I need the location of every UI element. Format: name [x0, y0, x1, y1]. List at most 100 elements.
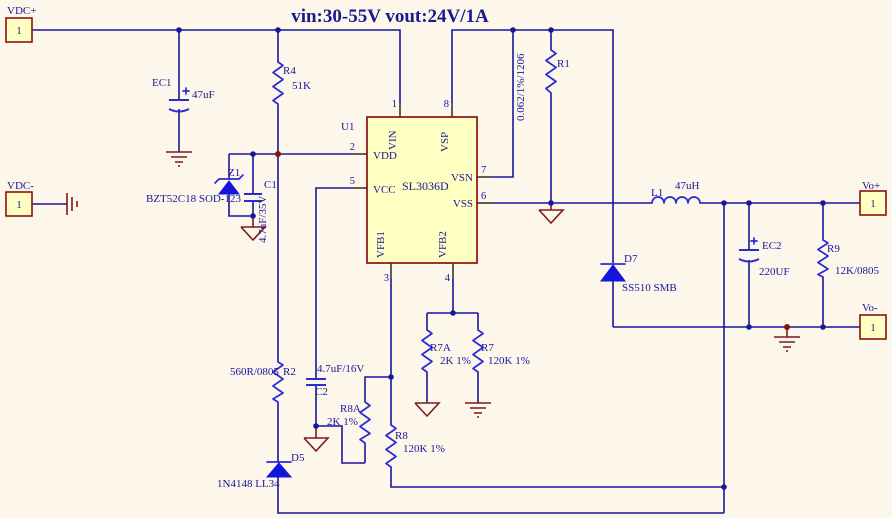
ic-designator[interactable]: U1 — [341, 121, 354, 133]
connector-vdc-minus[interactable]: VDC- 1 — [5, 180, 34, 217]
port-label: Vo- — [862, 302, 878, 314]
pin-name-vsp: VSP — [439, 132, 451, 152]
ec1-value[interactable]: 47uF — [192, 89, 215, 101]
d5-designator[interactable]: D5 — [291, 452, 305, 464]
connector-vdc-plus[interactable]: VDC+ 1 — [5, 5, 36, 43]
earth-ground-r7[interactable] — [465, 402, 491, 418]
ic-u1[interactable]: U1 SL3036D VIN VSP VDD VCC VSN VSS VFB1 … — [341, 99, 486, 284]
diode-d7[interactable]: D7 SS510 SMB — [600, 253, 677, 294]
d5-triangle — [265, 462, 293, 478]
r8a-zigzag — [359, 401, 371, 444]
r4-value[interactable]: 51K — [292, 80, 311, 92]
wire-r8-feedback[interactable] — [390, 467, 724, 488]
pin-number-8: 8 — [444, 99, 449, 110]
arrow-ground-vss[interactable] — [538, 203, 565, 225]
z1-cathode-bar — [214, 174, 244, 184]
r1-zigzag — [545, 49, 557, 94]
pin-number-1: 1 — [392, 99, 397, 110]
port-pin-number: 1 — [870, 322, 876, 334]
junction-dot — [176, 27, 182, 33]
wire-r8a-top[interactable] — [364, 376, 391, 402]
l1-coils — [651, 196, 701, 204]
junction-dot — [746, 324, 752, 330]
r7-value[interactable]: 120K 1% — [488, 355, 530, 367]
r7a-value[interactable]: 2K 1% — [440, 355, 471, 367]
ground-symbols — [66, 151, 800, 453]
resistor-r4[interactable]: R4 51K — [272, 61, 311, 105]
r1-designator[interactable]: R1 — [557, 58, 570, 70]
capacitor-c1[interactable]: C1 4.7uF/35V — [244, 179, 277, 243]
wire-d5-bottom-rail[interactable] — [277, 477, 724, 514]
ic-body[interactable] — [366, 116, 478, 264]
resistor-r9[interactable]: R9 12K/0805 — [817, 239, 880, 278]
resistor-r1[interactable]: R1 0.062/1%/1206 — [515, 49, 570, 121]
r2-value[interactable]: 560R/0805 — [230, 366, 279, 378]
d7-designator[interactable]: D7 — [624, 253, 638, 265]
r7-designator[interactable]: R7 — [481, 342, 494, 354]
wire-input-rail[interactable] — [32, 29, 401, 103]
junction-dot — [450, 310, 456, 316]
l1-designator[interactable]: L1 — [651, 187, 663, 199]
junction-dot — [250, 151, 256, 157]
connector-vo-plus[interactable]: Vo+ 1 — [859, 180, 887, 216]
arrow-ground-c2[interactable] — [303, 426, 330, 453]
r2-designator[interactable]: R2 — [283, 366, 296, 378]
ic-part-number[interactable]: SL3036D — [402, 179, 449, 193]
resistor-r7[interactable]: R7 120K 1% — [472, 329, 530, 373]
port-box[interactable] — [859, 190, 887, 216]
earth-ground-vdc-minus[interactable] — [66, 193, 78, 215]
inductor-l1[interactable]: L1 47uH — [651, 180, 701, 204]
r8a-value[interactable]: 2K 1% — [327, 416, 358, 428]
capacitor-ec1[interactable]: EC1 47uF — [152, 77, 215, 113]
r2-zigzag — [272, 361, 284, 403]
r1-value[interactable]: 0.062/1%/1206 — [515, 53, 527, 121]
earth-ground-output[interactable] — [774, 327, 800, 352]
resistor-r8[interactable]: R8 120K 1% — [385, 424, 445, 468]
wire-vcc-line[interactable] — [315, 187, 352, 378]
resistor-r2[interactable]: 560R/0805 R2 — [230, 361, 296, 403]
c1-plates — [244, 193, 262, 202]
d7-value[interactable]: SS510 SMB — [622, 282, 677, 294]
ec1-plates — [168, 99, 190, 113]
port-pin-number: 1 — [16, 199, 22, 211]
port-box[interactable] — [5, 17, 33, 43]
resistor-r7a[interactable]: R7A 2K 1% — [421, 329, 471, 373]
c2-value[interactable]: 4.7uF/16V — [317, 363, 364, 375]
r9-value[interactable]: 12K/0805 — [835, 265, 880, 277]
r7a-designator[interactable]: R7A — [430, 342, 451, 354]
earth-ground-ec1[interactable] — [166, 151, 192, 167]
z1-designator[interactable]: Z1 — [228, 167, 240, 179]
diode-d5[interactable]: D5 1N4148 LL34 — [217, 452, 305, 490]
d5-value[interactable]: 1N4148 LL34 — [217, 478, 280, 490]
c1-designator[interactable]: C1 — [264, 179, 277, 191]
port-label: Vo+ — [862, 180, 880, 192]
zener-z1[interactable]: Z1 BZT52C18 SOD-123 — [146, 167, 244, 205]
wire-c2-to-r8a[interactable] — [316, 425, 365, 464]
connector-vo-minus[interactable]: Vo- 1 — [859, 302, 887, 340]
r8a-designator[interactable]: R8A — [340, 403, 361, 415]
c1-value[interactable]: 4.7uF/35V — [257, 196, 269, 243]
r4-designator[interactable]: R4 — [283, 65, 296, 77]
c2-designator[interactable]: C2 — [315, 386, 328, 398]
wire-vsp-rail[interactable] — [451, 29, 614, 263]
port-box[interactable] — [5, 191, 33, 217]
l1-value[interactable]: 47uH — [675, 180, 700, 192]
wire-vsn-sense[interactable] — [492, 30, 514, 178]
pin-number-3: 3 — [384, 273, 389, 284]
r8-designator[interactable]: R8 — [395, 430, 408, 442]
arrow-ground-r7a[interactable] — [414, 402, 441, 418]
capacitor-ec2[interactable]: EC2 220UF — [738, 237, 790, 278]
port-box[interactable] — [859, 314, 887, 340]
junction-dot — [313, 423, 319, 429]
junction-dot — [721, 200, 727, 206]
ec2-value[interactable]: 220UF — [759, 266, 790, 278]
capacitor-c2[interactable]: 4.7uF/16V C2 — [306, 363, 364, 398]
ec1-designator[interactable]: EC1 — [152, 77, 172, 89]
r8-value[interactable]: 120K 1% — [403, 443, 445, 455]
junction-dot — [746, 200, 752, 206]
resistor-r8a[interactable]: R8A 2K 1% — [327, 401, 371, 444]
z1-value[interactable]: BZT52C18 SOD-123 — [146, 193, 242, 205]
ec2-designator[interactable]: EC2 — [762, 240, 782, 252]
wire-z1-branch[interactable] — [228, 154, 253, 217]
r9-designator[interactable]: R9 — [827, 243, 840, 255]
